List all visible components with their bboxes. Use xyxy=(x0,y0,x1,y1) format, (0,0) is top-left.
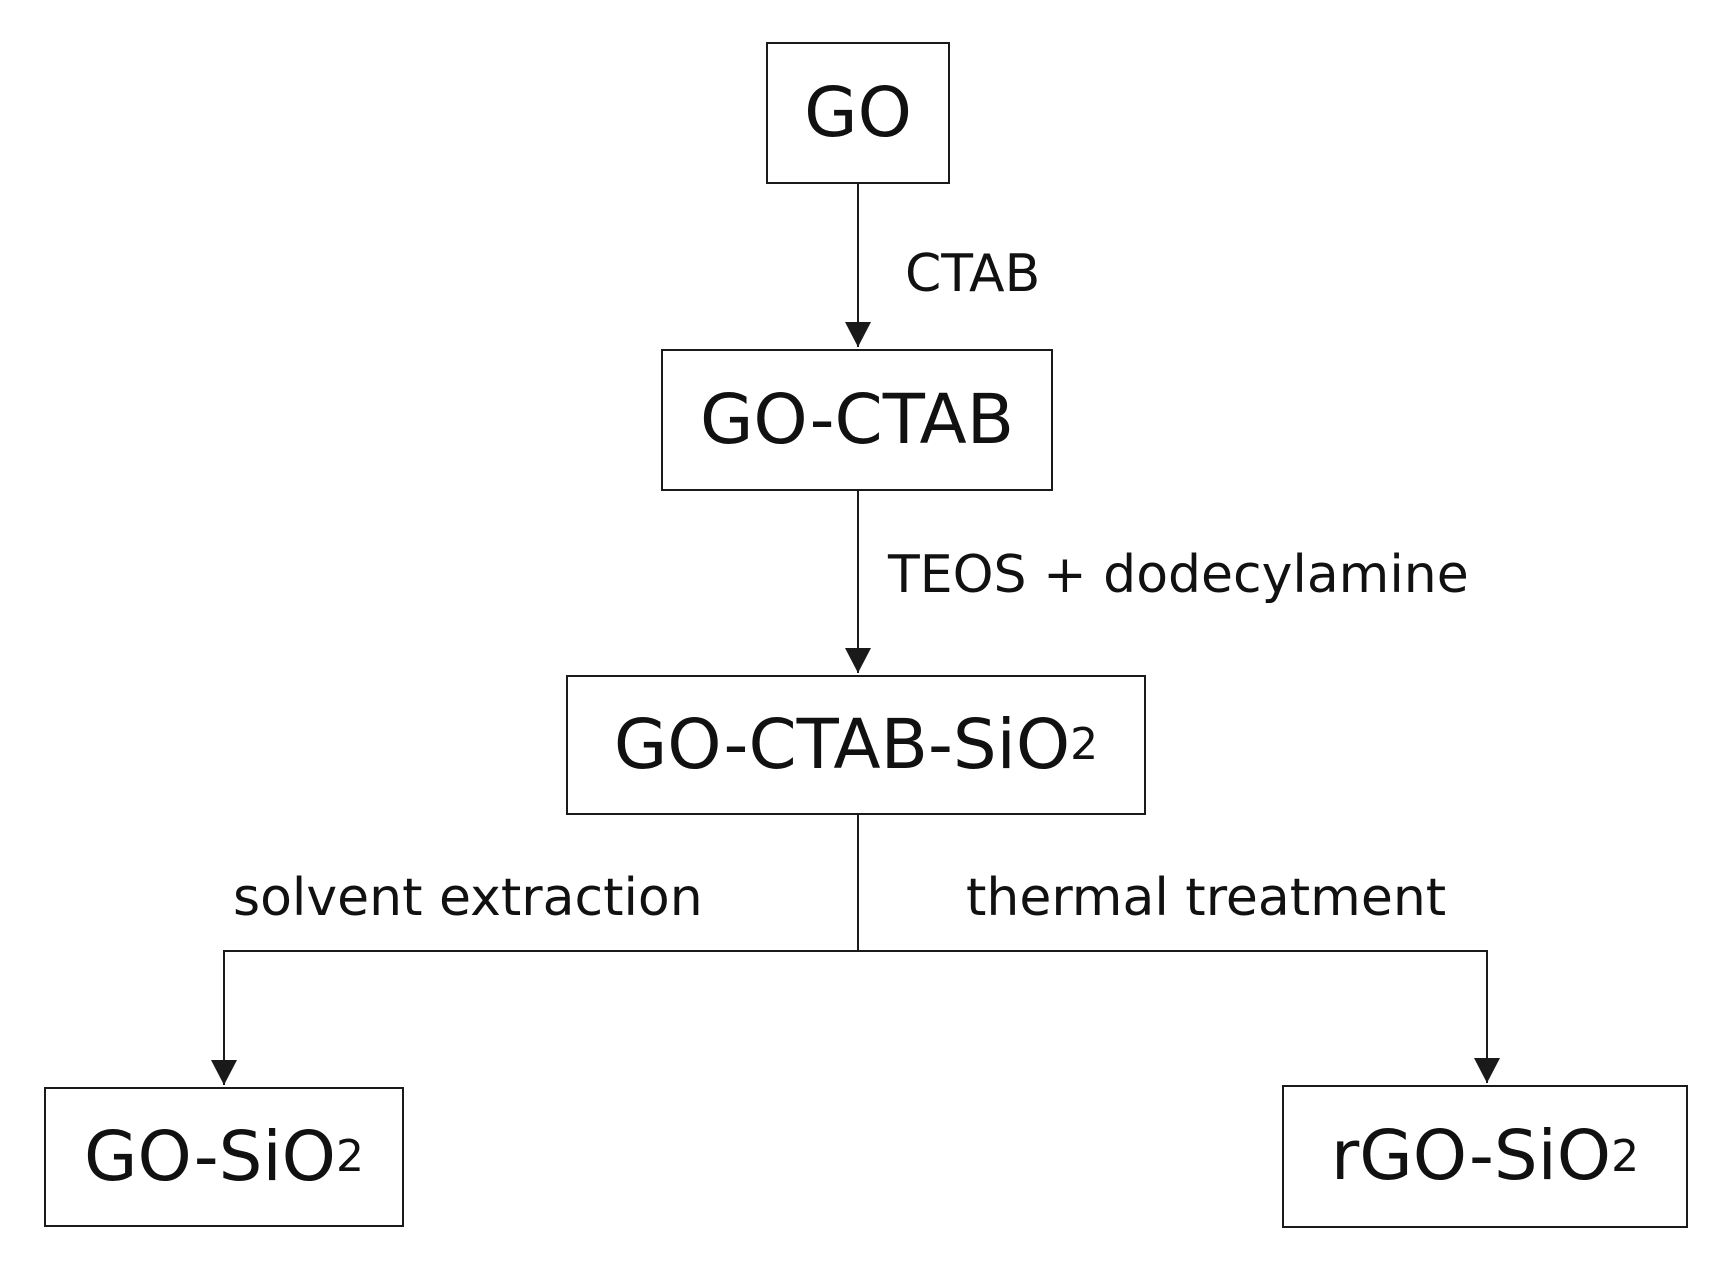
node-rgo-sio2-label: rGO-SiO xyxy=(1330,1116,1612,1196)
branch-left-line xyxy=(223,950,858,1085)
edge-label-ctab: CTAB xyxy=(905,244,1041,304)
edge-label-teos-dodecylamine: TEOS + dodecylamine xyxy=(888,545,1469,605)
arrowhead-go-ctab xyxy=(845,322,871,347)
arrowhead-go-sio2 xyxy=(211,1060,237,1085)
arrowhead-go-ctab-sio2 xyxy=(845,648,871,673)
node-go-ctab-sio2-label: GO-CTAB-SiO xyxy=(613,704,1071,785)
arrowhead-rgo-sio2 xyxy=(1474,1058,1500,1083)
node-go-ctab-label: GO-CTAB xyxy=(699,379,1015,460)
branch-right-line xyxy=(858,950,1488,1083)
node-go-sio2-label: GO-SiO xyxy=(84,1116,336,1197)
edge-label-thermal-treatment: thermal treatment xyxy=(966,868,1447,928)
node-go: GO xyxy=(766,42,950,184)
node-go-label: GO xyxy=(804,72,912,153)
edge-label-solvent-extraction: solvent extraction xyxy=(233,868,703,928)
node-go-ctab: GO-CTAB xyxy=(661,349,1053,491)
